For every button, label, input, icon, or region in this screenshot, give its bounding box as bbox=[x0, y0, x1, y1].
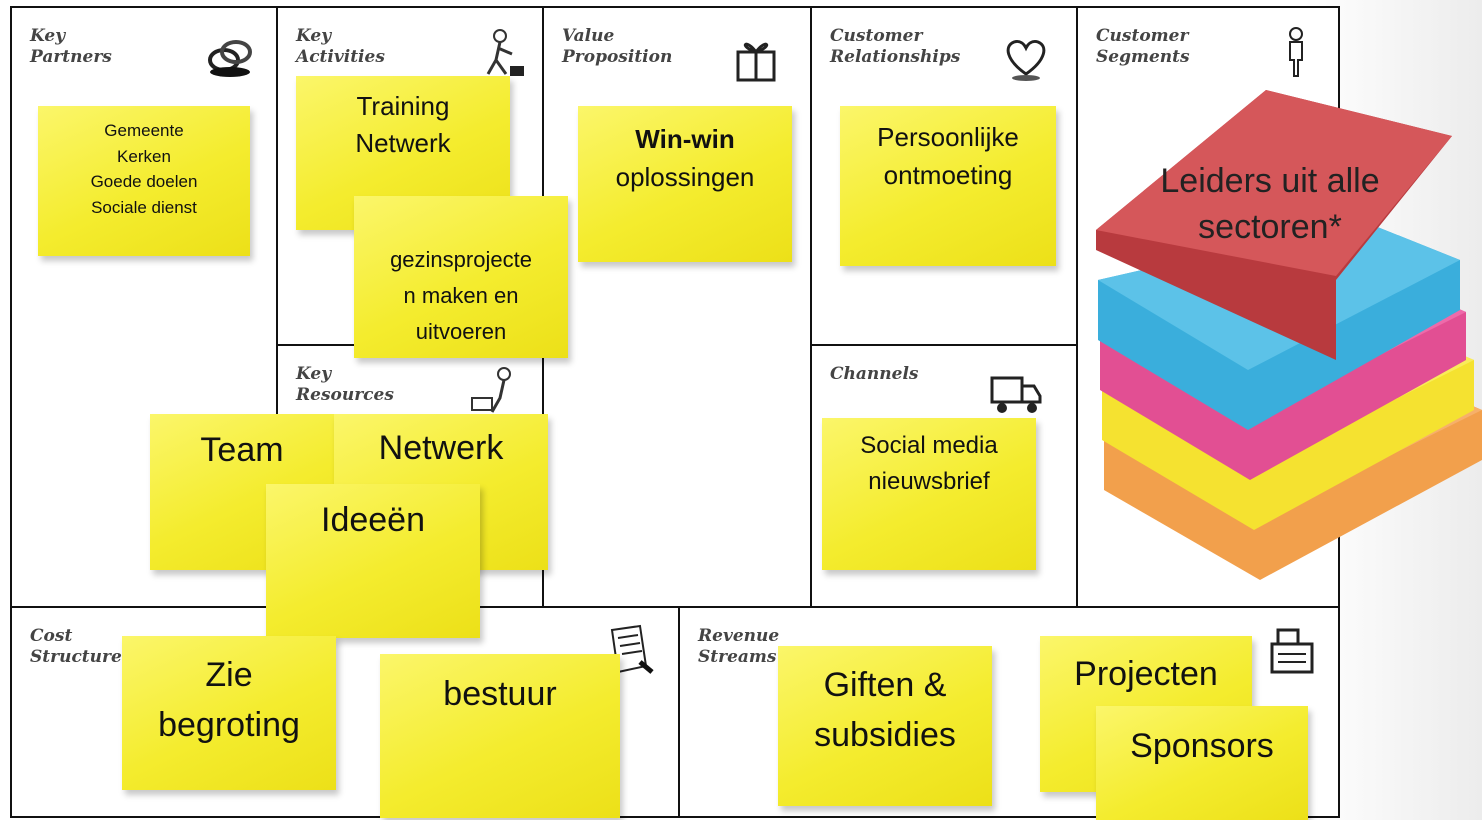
chain-icon bbox=[202, 28, 258, 84]
sticky-note-leiders: Leiders uit alle sectoren* bbox=[1160, 162, 1380, 246]
sticky-stack bbox=[1090, 80, 1482, 580]
block-title: Cost Structure bbox=[30, 626, 122, 667]
block-title: Revenue Streams bbox=[698, 626, 780, 667]
sticky-note-begroting: Zie begroting bbox=[122, 636, 336, 790]
block-title: Value Proposition bbox=[562, 26, 673, 67]
block-title: Key Activities bbox=[296, 26, 385, 67]
block-title: Customer Relationships bbox=[830, 26, 961, 67]
sticky-note-winwin: Win-win oplossingen bbox=[578, 106, 792, 262]
sticky-stack-graphic bbox=[1096, 90, 1482, 580]
winwin-text: oplossingen bbox=[615, 162, 755, 192]
block-title: Key Resources bbox=[296, 364, 394, 405]
truck-icon bbox=[988, 366, 1044, 422]
block-title: Channels bbox=[830, 364, 919, 384]
sticky-note-gezinsprojecten: gezinsprojecte n maken en uitvoeren bbox=[354, 196, 568, 358]
heart-icon bbox=[998, 28, 1054, 84]
cash-register-icon bbox=[1264, 622, 1320, 678]
worker-icon bbox=[474, 26, 530, 82]
sticky-note-persoonlijke: Persoonlijke ontmoeting bbox=[840, 106, 1056, 266]
sticky-note-ideeen: Ideeën bbox=[266, 484, 480, 638]
sticky-note-giften: Giften & subsidies bbox=[778, 646, 992, 806]
sticky-note-social: Social media nieuwsbrief bbox=[822, 418, 1036, 570]
sticky-note-bestuur: bestuur bbox=[380, 654, 620, 818]
person-icon bbox=[1268, 24, 1324, 80]
worker-cart-icon bbox=[466, 364, 522, 420]
sticky-note-sponsors: Sponsors bbox=[1096, 706, 1308, 820]
block-title: Key Partners bbox=[30, 26, 112, 67]
block-title: Customer Segments bbox=[1096, 26, 1190, 67]
winwin-bold-text: Win-win bbox=[635, 124, 735, 154]
gift-icon bbox=[728, 30, 784, 86]
block-value-proposition: Value Proposition bbox=[542, 6, 812, 608]
sticky-note-partners: Gemeente Kerken Goede doelen Sociale die… bbox=[38, 106, 250, 256]
